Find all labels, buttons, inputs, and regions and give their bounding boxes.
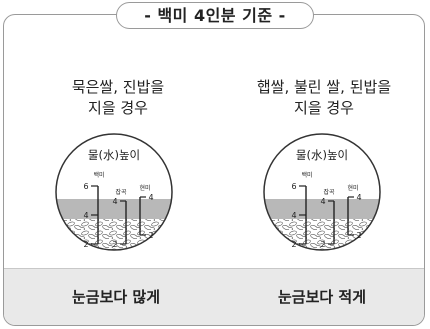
brown-rice-label: 현미 xyxy=(139,184,150,192)
brown-rice-tick: 2 xyxy=(148,231,153,240)
white-rice-tick: 4 xyxy=(83,211,88,220)
cup-outline xyxy=(263,133,381,251)
mixed-grain-tick: 4 xyxy=(320,197,325,206)
panel-frame: 묵은쌀, 진밥을 지을 경우 햅쌀, 불린 쌀, 된밥을 지을 경우 물(水)높… xyxy=(3,14,425,326)
white-rice-tick: 6 xyxy=(291,182,296,191)
right-caption-line2: 지을 경우 xyxy=(294,99,354,117)
white-rice-tick: 2 xyxy=(83,240,88,249)
cup-outline xyxy=(55,133,173,251)
white-rice-label: 백미 xyxy=(301,171,312,179)
brown-rice-tick: 4 xyxy=(356,193,361,202)
white-rice-tick: 2 xyxy=(291,240,296,249)
mixed-grain-tick: 2 xyxy=(320,240,325,249)
left-cup-diagram: 물(水)높이 백미 6 4 2 잡곡 4 2 현미 4 2 xyxy=(55,133,173,251)
right-caption: 햅쌀, 불린 쌀, 된밥을 지을 경우 xyxy=(224,77,424,119)
left-caption: 묵은쌀, 진밥을 지을 경우 xyxy=(18,77,218,119)
water-level-heading: 물(水)높이 xyxy=(88,148,140,162)
water-level-heading: 물(水)높이 xyxy=(296,148,348,162)
result-bar: 눈금보다 많게 눈금보다 적게 xyxy=(4,268,424,325)
water-layer xyxy=(264,199,380,219)
page-title: - 백미 4인분 기준 - xyxy=(116,2,314,29)
brown-rice-tick: 4 xyxy=(148,193,153,202)
left-result: 눈금보다 많게 xyxy=(71,288,161,306)
mixed-grain-label: 잡곡 xyxy=(115,189,127,196)
mixed-grain-tick: 2 xyxy=(112,240,117,249)
mixed-grain-tick: 4 xyxy=(112,197,117,206)
left-caption-line2: 지을 경우 xyxy=(88,99,148,117)
water-layer xyxy=(56,199,172,219)
white-rice-tick: 4 xyxy=(291,211,296,220)
brown-rice-tick: 2 xyxy=(356,231,361,240)
mixed-grain-label: 잡곡 xyxy=(323,189,335,196)
right-caption-line1: 햅쌀, 불린 쌀, 된밥을 xyxy=(256,78,392,96)
right-result: 눈금보다 적게 xyxy=(277,288,367,306)
left-caption-line1: 묵은쌀, 진밥을 xyxy=(71,78,165,96)
white-rice-label: 백미 xyxy=(93,171,104,179)
white-rice-tick: 6 xyxy=(83,182,88,191)
right-cup-diagram: 물(水)높이 백미 6 4 2 잡곡 4 2 현미 4 2 xyxy=(263,133,381,251)
brown-rice-label: 현미 xyxy=(347,184,358,192)
